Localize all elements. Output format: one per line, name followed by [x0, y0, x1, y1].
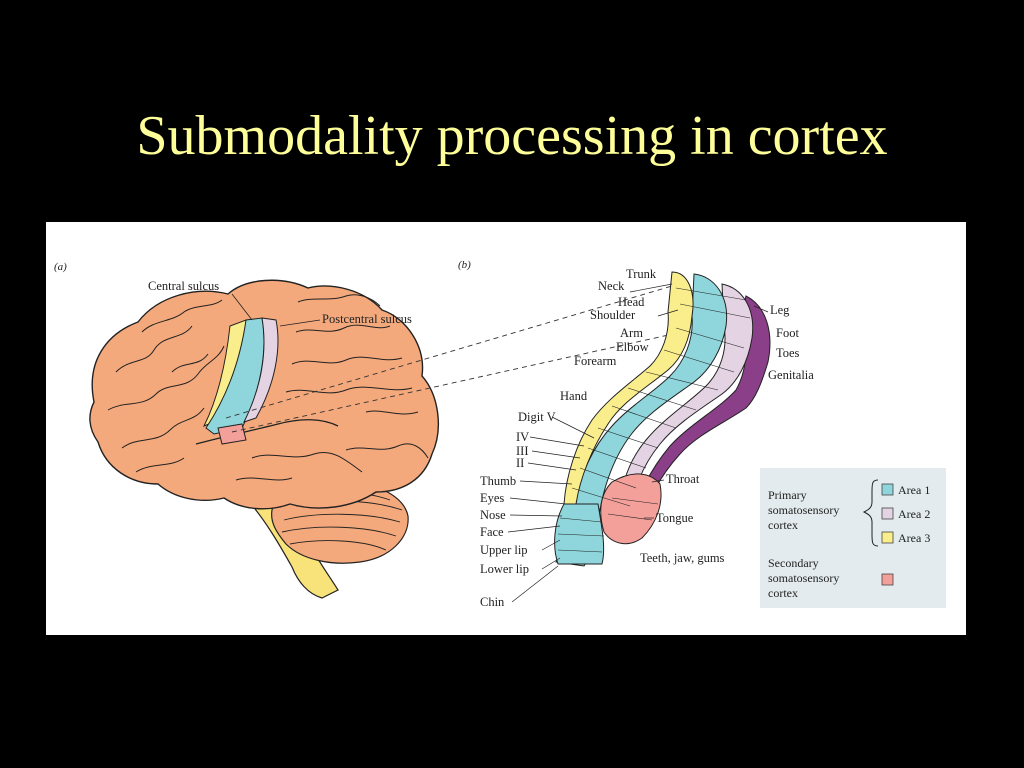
label-leg: Leg	[770, 303, 790, 317]
label-trunk: Trunk	[626, 267, 657, 281]
legend-box	[760, 468, 946, 608]
label-digit-iii: III	[516, 444, 529, 458]
secondary-region	[600, 473, 662, 545]
legend-swatch-area1	[881, 483, 894, 496]
legend-brace	[862, 479, 879, 547]
brain-illustration	[89, 279, 439, 599]
label-teeth-jaw-gums: Teeth, jaw, gums	[640, 551, 725, 565]
label-genitalia: Genitalia	[768, 368, 814, 382]
label-foot: Foot	[776, 326, 799, 340]
strip-secondary	[217, 423, 247, 445]
label-toes: Toes	[776, 346, 800, 360]
legend-primary-line2: somatosensory	[768, 503, 839, 517]
legend-swatch-area2	[881, 507, 894, 520]
label-digit-v: Digit V	[518, 410, 556, 424]
legend-swatch-secondary	[881, 573, 894, 586]
face-region	[554, 503, 605, 565]
label-throat: Throat	[666, 472, 700, 486]
label-chin: Chin	[480, 595, 505, 609]
label-tongue: Tongue	[656, 511, 694, 525]
label-digit-iv: IV	[516, 430, 529, 444]
legend-area2: Area 2	[898, 507, 930, 521]
map-segment-lines	[557, 287, 751, 553]
legend: Primary somatosensory cortex Area 1 Area…	[760, 468, 946, 608]
legend-area3: Area 3	[898, 531, 930, 545]
legend-area1: Area 1	[898, 483, 930, 497]
label-neck: Neck	[598, 279, 625, 293]
label-eyes: Eyes	[480, 491, 504, 505]
legend-secondary-line2: somatosensory	[768, 571, 839, 585]
legend-primary-line3: cortex	[768, 518, 798, 532]
gyri-lines	[107, 294, 429, 481]
label-nose: Nose	[480, 508, 506, 522]
legend-primary-line1: Primary	[768, 488, 807, 502]
somatotopic-map	[554, 271, 771, 567]
somatosensory-figure: (a)	[54, 259, 946, 609]
label-central-sulcus: Central sulcus	[148, 279, 219, 293]
legend-secondary-line3: cortex	[768, 586, 798, 600]
panel-a-tag: (a)	[54, 261, 67, 273]
label-head: Head	[618, 295, 645, 309]
label-lower-lip: Lower lip	[480, 562, 529, 576]
label-postcentral-sulcus: Postcentral sulcus	[322, 312, 412, 326]
label-hand: Hand	[560, 389, 588, 403]
label-forearm: Forearm	[574, 354, 617, 368]
slide-title: Submodality processing in cortex	[136, 105, 888, 167]
label-face: Face	[480, 525, 504, 539]
figure-panel: (a)	[46, 222, 966, 635]
label-elbow: Elbow	[616, 340, 649, 354]
label-digit-ii: II	[516, 456, 524, 470]
panel-b-tag: (b)	[458, 259, 471, 271]
strip-area2	[243, 317, 279, 423]
legend-secondary-line1: Secondary	[768, 556, 819, 570]
map-labels: Trunk Neck Head Shoulder Arm Elbow Forea…	[480, 267, 814, 609]
label-arm: Arm	[620, 326, 643, 340]
legend-swatch-area3	[881, 531, 894, 544]
label-shoulder: Shoulder	[590, 308, 636, 322]
label-upper-lip: Upper lip	[480, 543, 528, 557]
label-thumb: Thumb	[480, 474, 516, 488]
